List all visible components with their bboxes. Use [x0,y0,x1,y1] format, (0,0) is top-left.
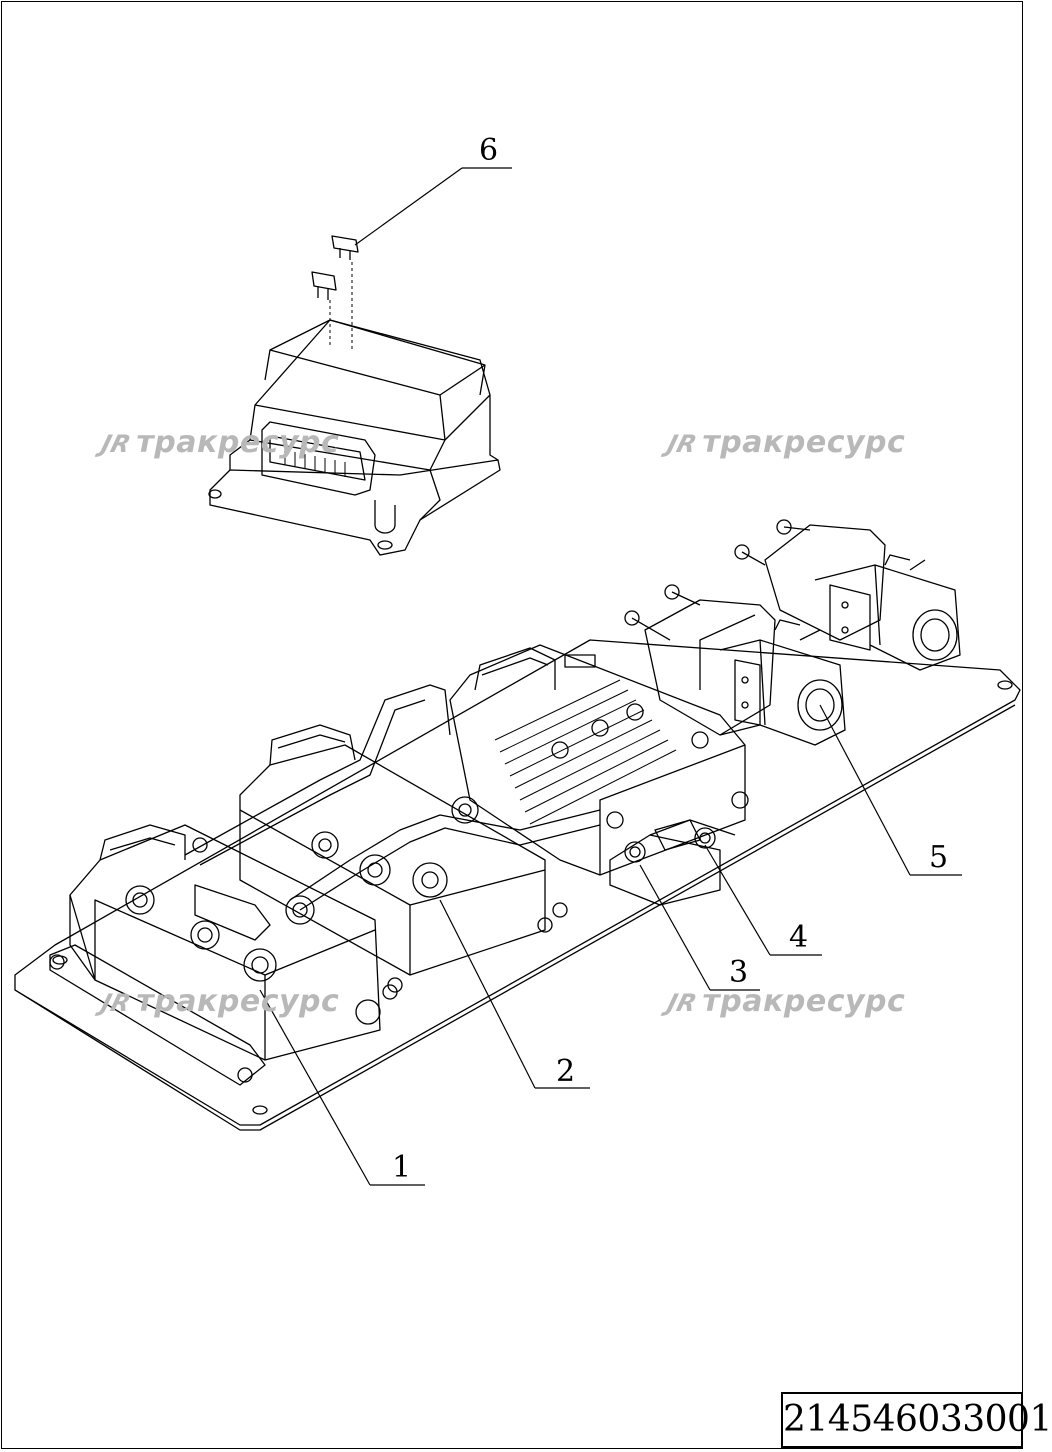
assembly-drawing: 1 2 3 4 5 6 [14,133,1021,1186]
control-box [208,235,501,556]
controller-1 [49,824,398,1086]
watermark-text: тракресурс [702,984,906,1019]
callout-1: 1 [392,1150,411,1185]
watermark-text: тракресурс [136,984,340,1019]
controller-2 [239,724,568,993]
base-plate [14,639,1021,1131]
watermark-logo-icon: JR [664,430,701,458]
callout-5: 5 [929,840,948,875]
callout-3: 3 [729,955,748,990]
document-number: 214546033001 [781,1392,1052,1448]
busbars [184,684,601,911]
watermark-logo-icon: JR [98,989,135,1017]
watermark: JRтракресурс [664,984,906,1019]
fuse-holder [609,819,736,906]
watermark-logo-icon: JR [664,989,701,1017]
watermark-logo-icon: JR [98,430,135,458]
callout-6: 6 [479,133,498,168]
callout-4: 4 [789,920,808,955]
watermark-text: тракресурс [136,425,340,460]
watermark: JRтракресурс [664,425,906,460]
callout-2: 2 [556,1054,575,1089]
contactors [624,519,961,746]
watermark: JRтракресурс [98,984,340,1019]
controller-3 [449,644,749,876]
watermark-text: тракресурс [702,425,906,460]
watermark: JRтракресурс [98,425,340,460]
leader-lines [259,167,962,1186]
